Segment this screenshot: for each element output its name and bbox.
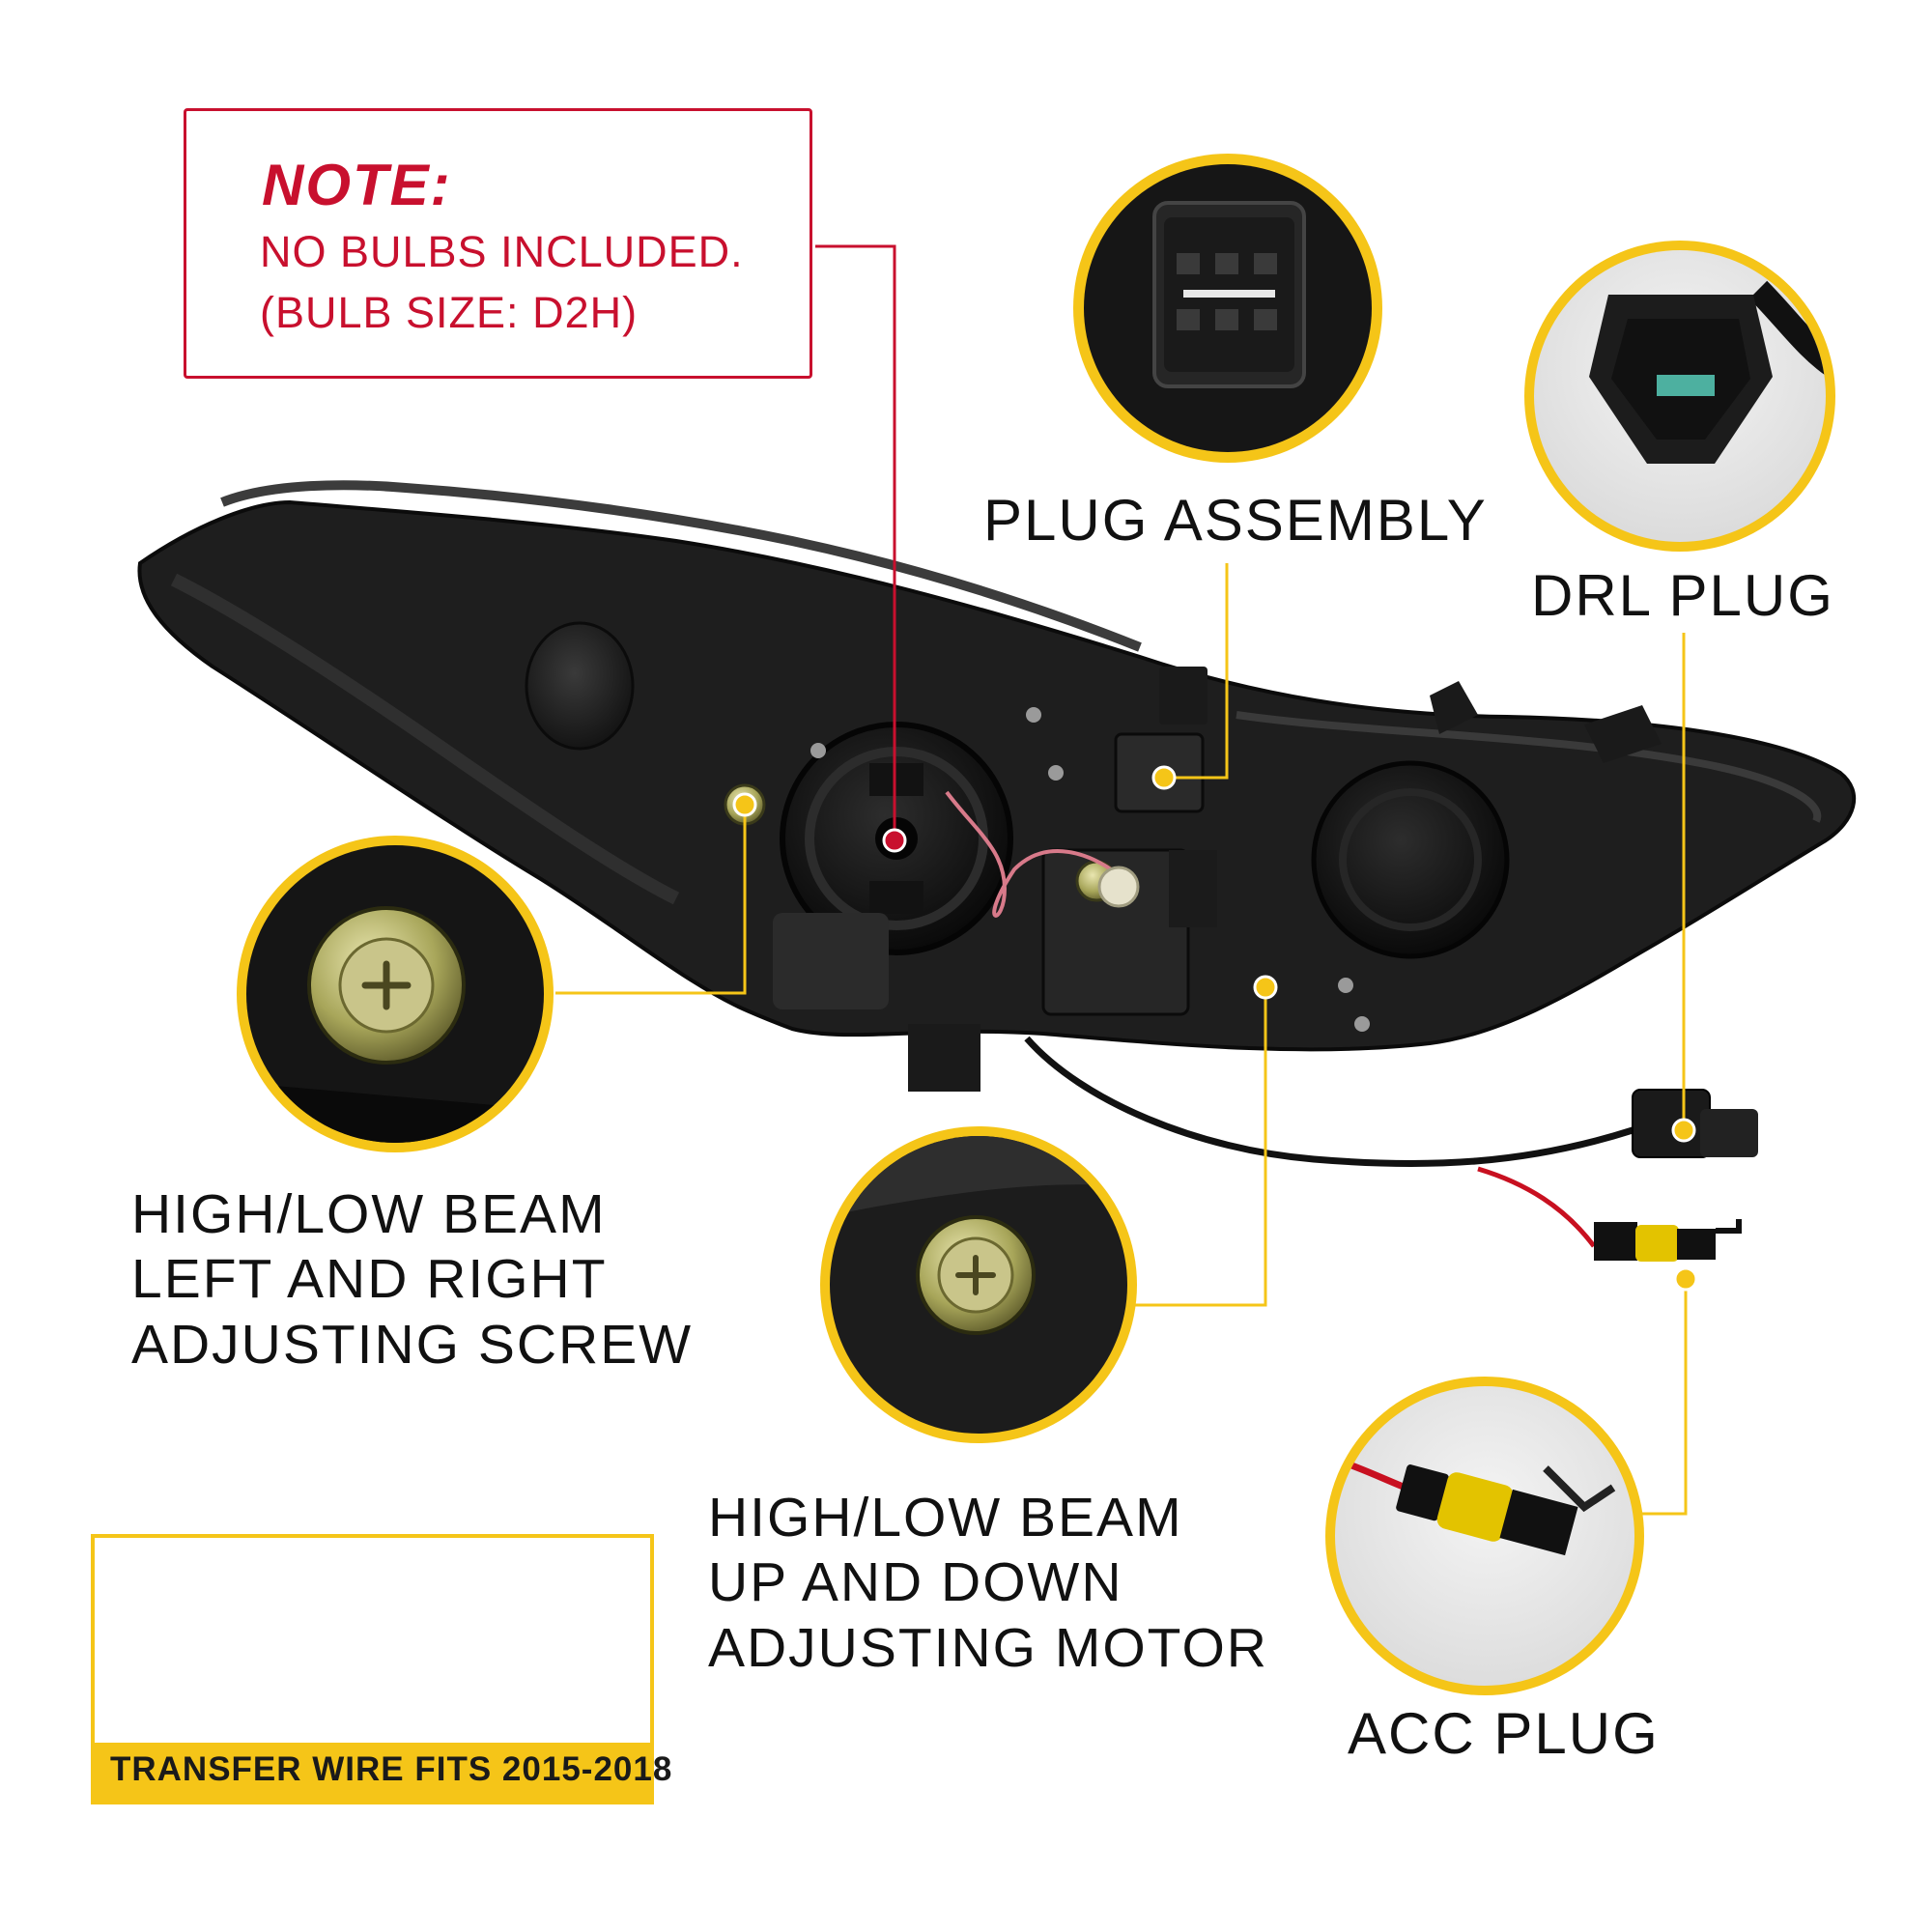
note-line-1: NO BULBS INCLUDED. xyxy=(260,227,744,276)
zoom-drl-plug xyxy=(1524,241,1835,552)
label-adjusting-screw-line-1: HIGH/LOW BEAM xyxy=(131,1183,607,1245)
label-plug-assembly: PLUG ASSEMBLY xyxy=(983,488,1488,553)
leader-adjust-screw xyxy=(555,805,747,995)
label-adjusting-motor-line-1: HIGH/LOW BEAM xyxy=(708,1487,1183,1548)
label-adjusting-screw-line-3: ADJUSTING SCREW xyxy=(131,1313,694,1376)
zoom-adjust-screw xyxy=(237,836,554,1152)
dot-drl-plug xyxy=(1671,1118,1696,1143)
leader-adjust-motor xyxy=(1125,987,1267,1307)
dot-note xyxy=(882,828,907,853)
zoom-adjust-motor xyxy=(820,1126,1137,1443)
leader-lines xyxy=(555,563,1688,1516)
label-adjusting-motor-line-3: ADJUSTING MOTOR xyxy=(708,1616,1268,1679)
wire-harness xyxy=(1024,1036,1758,1262)
note-title: NOTE: xyxy=(262,153,452,217)
leader-acc-plug xyxy=(1635,1279,1688,1516)
dot-adjust-screw xyxy=(732,792,757,817)
label-acc-plug: ACC PLUG xyxy=(1348,1701,1660,1766)
leader-note xyxy=(815,244,896,840)
label-drl-plug: DRL PLUG xyxy=(1531,563,1834,628)
note-callout: NOTE: NO BULBS INCLUDED. (BULB SIZE: D2H… xyxy=(184,108,812,379)
callout-dots xyxy=(732,765,1698,1292)
note-line-2: (BULB SIZE: D2H) xyxy=(260,288,639,337)
dot-acc-plug xyxy=(1673,1266,1698,1292)
label-adjusting-screw: HIGH/LOW BEAM LEFT AND RIGHT ADJUSTING S… xyxy=(131,1182,693,1378)
zoom-plug-assembly xyxy=(1073,154,1382,463)
transfer-wire-panel: TRANSFER WIRE FITS 2015-2018 xyxy=(91,1534,671,1804)
label-adjusting-motor-line-2: UP AND DOWN xyxy=(708,1551,1123,1614)
label-adjusting-screw-line-2: LEFT AND RIGHT xyxy=(131,1248,608,1311)
label-adjusting-motor: HIGH/LOW BEAM UP AND DOWN ADJUSTING MOTO… xyxy=(708,1486,1268,1681)
dot-plug-assembly xyxy=(1151,765,1177,790)
leader-plug-assembly xyxy=(1164,563,1229,780)
zoom-acc-plug xyxy=(1325,1377,1644,1695)
transfer-wire-bar: TRANSFER WIRE FITS 2015-2018 xyxy=(95,1743,671,1801)
transfer-wire-caption: TRANSFER WIRE FITS 2015-2018 xyxy=(110,1750,673,1788)
dot-adjust-motor xyxy=(1253,975,1278,1000)
